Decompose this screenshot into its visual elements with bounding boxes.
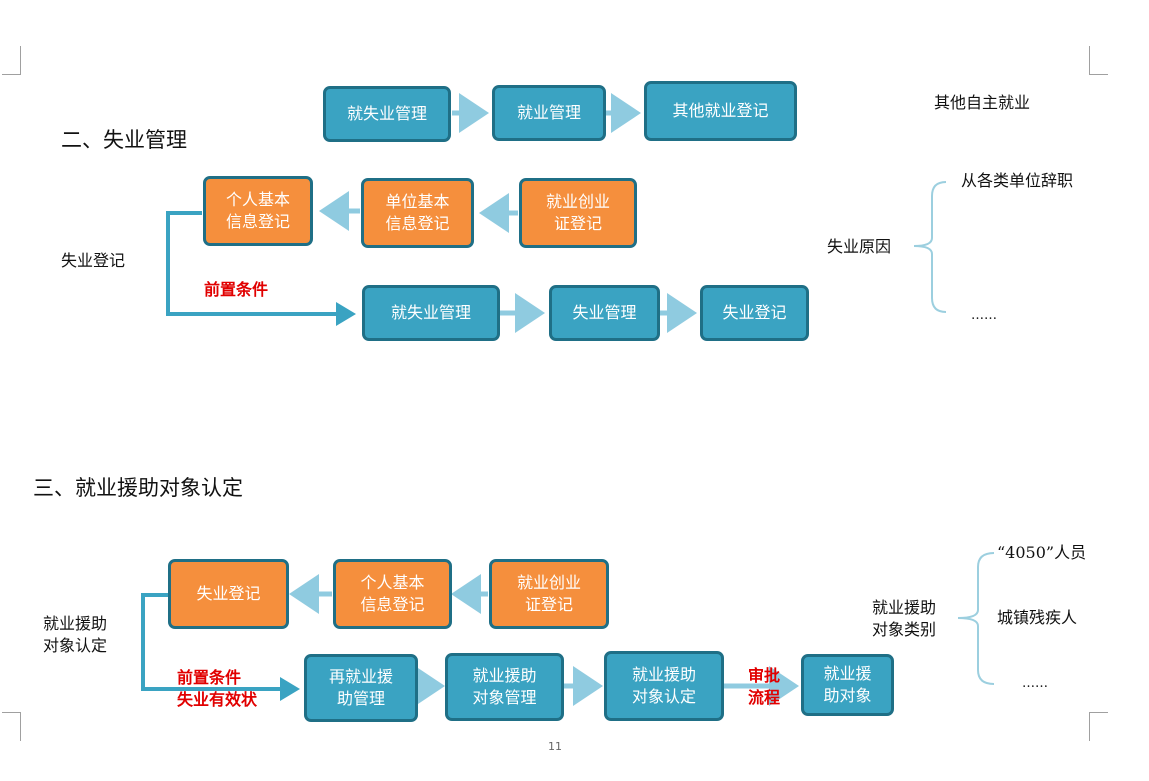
top-right-text: 其他自主就业 [934,93,1031,112]
s2-condition-label: 前置条件 [204,280,269,299]
top-box-1: 就失业管理 [323,86,451,142]
s3-category-1: “4050”人员 [997,543,1087,562]
arrow-s3-condition [141,593,300,701]
s3-category-ellipsis: …… [1022,676,1048,691]
corner-mark-top-right [1089,46,1108,75]
s2-reason-label: 失业原因 [827,237,892,256]
s2-reason-ellipsis: …… [971,308,997,323]
section2-heading: 二、失业管理 [61,128,187,152]
brace-s2 [913,181,947,313]
s2-lower-box-1: 就失业管理 [362,285,500,341]
s3-upper-box-3: 就业创业 证登记 [489,559,609,629]
s2-upper-box-2: 单位基本 信息登记 [361,178,474,248]
s3-lower-box-1: 再就业援 助管理 [304,654,418,722]
section3-heading: 三、就业援助对象认定 [33,476,243,500]
s3-upper-box-2: 个人基本 信息登记 [333,559,452,629]
corner-mark-top-left [2,46,21,75]
top-box-3: 其他就业登记 [644,81,797,141]
corner-mark-bottom-right [1089,712,1108,741]
s3-condition-label: 前置条件 失业有效状 [177,668,258,709]
s3-approval-label: 审批 流程 [748,666,781,707]
s2-upper-box-1: 个人基本 信息登记 [203,176,313,246]
section2-left-label: 失业登记 [61,251,126,270]
s2-lower-box-3: 失业登记 [700,285,809,341]
s3-upper-box-1: 失业登记 [168,559,289,629]
s2-reason-1: 从各类单位辞职 [961,171,1074,190]
s3-category-2: 城镇残疾人 [997,608,1078,627]
section3-left-label: 就业援助 对象认定 [43,614,108,655]
page-number: 11 [548,740,562,753]
s3-lower-box-2: 就业援助 对象管理 [445,653,564,721]
corner-mark-bottom-left [2,712,21,741]
arrow-s2-condition [166,211,356,326]
s3-lower-box-3: 就业援助 对象认定 [604,651,724,721]
top-box-2: 就业管理 [492,85,606,141]
s3-final-box: 就业援 助对象 [801,654,894,716]
s2-upper-box-3: 就业创业 证登记 [519,178,637,248]
brace-s3 [957,552,995,685]
s3-category-label: 就业援助 对象类别 [872,598,937,639]
s2-lower-box-2: 失业管理 [549,285,660,341]
